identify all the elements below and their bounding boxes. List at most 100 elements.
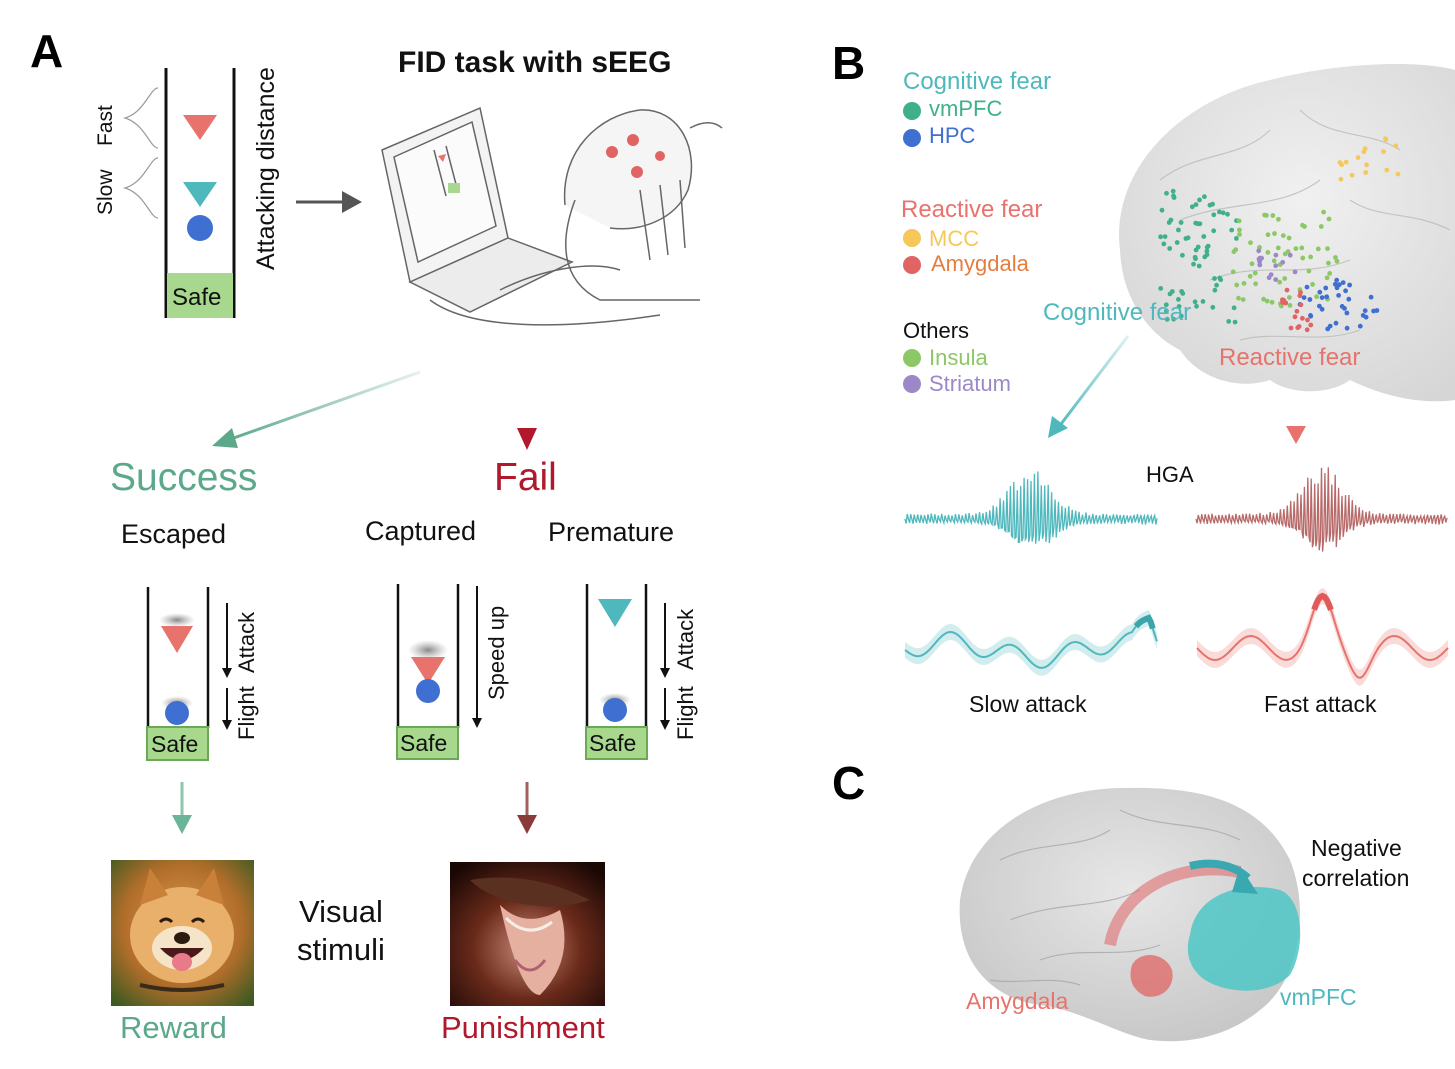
hga-wave-reactive: [1195, 467, 1448, 552]
electrode-dot: [1231, 249, 1237, 255]
electrode-dot: [1205, 243, 1211, 249]
electrode-dot: [1265, 232, 1271, 238]
legend-amygdala: Amygdala: [931, 251, 1029, 276]
safe-label-captured: Safe: [400, 730, 448, 756]
electrode-dot: [1237, 232, 1242, 237]
setup-title: FID task with sEEG: [398, 46, 672, 79]
electrode-dot: [1204, 248, 1210, 254]
electrode-dot: [1195, 221, 1201, 227]
electrode-dot: [1307, 297, 1313, 302]
brain-reactive-label: Reactive fear: [1219, 344, 1361, 371]
electrode-dot: [1324, 294, 1330, 300]
electrode-dot: [1247, 273, 1253, 279]
visual-stimuli-line-2: stimuli: [297, 932, 385, 967]
electrode-dot: [1229, 227, 1235, 233]
vmpfc-label: vmPFC: [1280, 984, 1357, 1010]
electrode-dot: [1344, 310, 1350, 316]
electrode-dot: [1344, 325, 1350, 331]
electrode-dot: [1357, 323, 1363, 329]
electrode-dot: [1298, 302, 1304, 308]
striatum-legend-dot: [903, 375, 921, 393]
escaped-label: Escaped: [121, 519, 227, 549]
escaped-column: [146, 587, 232, 761]
success-arrow-head: [212, 428, 238, 448]
electrode-dot: [1163, 302, 1169, 308]
electrode-dot: [1302, 224, 1307, 229]
electrode-dot: [1294, 308, 1300, 314]
electrode-dot: [1225, 211, 1230, 217]
electrode-dot: [1299, 245, 1305, 251]
safe-label-premature: Safe: [589, 730, 637, 756]
electrode-dot: [1300, 315, 1305, 321]
electrode-dot: [1310, 282, 1315, 287]
electrode-dot: [1275, 245, 1281, 251]
panel-label-b: B: [832, 37, 866, 89]
electrode-dot: [1171, 316, 1176, 322]
legend-cognitive-title: Cognitive fear: [903, 68, 1052, 95]
slow-curve: [122, 157, 159, 219]
fast-attacker-icon: [183, 115, 217, 140]
punishment-image: [450, 862, 605, 1006]
electrode-dot: [1305, 317, 1310, 323]
electrode-dot: [1256, 248, 1262, 254]
electrode-dot: [1287, 295, 1292, 300]
electrode-dot: [1171, 193, 1176, 199]
electrode-dot: [1200, 299, 1206, 304]
hga-wave-cognitive: [904, 471, 1158, 544]
electrode-dot: [1333, 255, 1338, 260]
success-label: Success: [110, 456, 258, 499]
electrode-dot: [1363, 170, 1369, 175]
reward-label: Reward: [120, 1010, 227, 1045]
electrode-dot: [1167, 291, 1173, 297]
electrode-dot: [1217, 209, 1222, 215]
negative-correlation-line-2: correlation: [1302, 865, 1410, 891]
electrode-dot: [1347, 282, 1352, 288]
negative-correlation-arrow: [1104, 863, 1242, 947]
electrode-dot: [1284, 287, 1290, 293]
electrode-dot: [1180, 252, 1185, 258]
electrode-dot: [1174, 240, 1180, 245]
fast-attack-label: Fast attack: [1264, 691, 1377, 717]
electrode-dot: [1339, 304, 1345, 309]
electrode-dot: [1236, 295, 1241, 301]
arrow-to-setup: [342, 191, 362, 213]
electrode-dot: [1286, 235, 1292, 241]
electrode-dot: [1325, 326, 1331, 332]
electrode-dot: [1249, 261, 1255, 267]
captured-column: [396, 584, 482, 760]
electrode-dot: [1287, 252, 1293, 258]
fail-arrow-head: [517, 428, 537, 450]
electrode-dot: [1158, 234, 1163, 240]
electrode-dot: [1272, 231, 1277, 236]
player-dot: [187, 215, 213, 241]
electrode-dot: [1325, 246, 1330, 252]
insula-legend-dot: [903, 349, 921, 367]
vmpfc-region: [1187, 887, 1301, 991]
electrode-dot: [1317, 289, 1323, 295]
electrode-dot: [1273, 252, 1279, 258]
electrode-dot: [1364, 162, 1369, 168]
captured-label: Captured: [365, 516, 477, 546]
electrode-dot: [1241, 281, 1247, 286]
electrode-dot: [1164, 308, 1169, 314]
slow-attack-highlight: [1133, 614, 1156, 630]
electrode-dot: [1170, 188, 1176, 194]
electrode-dot: [1212, 287, 1218, 293]
electrode-dot: [1381, 149, 1386, 155]
amygdala-region: [1130, 954, 1173, 997]
electrode-dot: [1383, 137, 1389, 143]
panel-label-a: A: [30, 25, 64, 77]
electrode-dot: [1346, 296, 1352, 302]
electrode-dot: [1211, 212, 1217, 218]
electrode-dot: [1189, 204, 1195, 210]
panel-label-c: C: [832, 757, 866, 809]
electrode-dot: [1280, 259, 1286, 265]
electrode-dot: [1324, 275, 1330, 281]
electrode-dot: [1361, 149, 1367, 155]
slow-attack-trace: [904, 616, 1158, 669]
electrode-dot: [1202, 194, 1207, 200]
hga-label: HGA: [1146, 462, 1194, 487]
electrode-dot: [1168, 217, 1174, 223]
electrode-dot: [1197, 197, 1202, 203]
